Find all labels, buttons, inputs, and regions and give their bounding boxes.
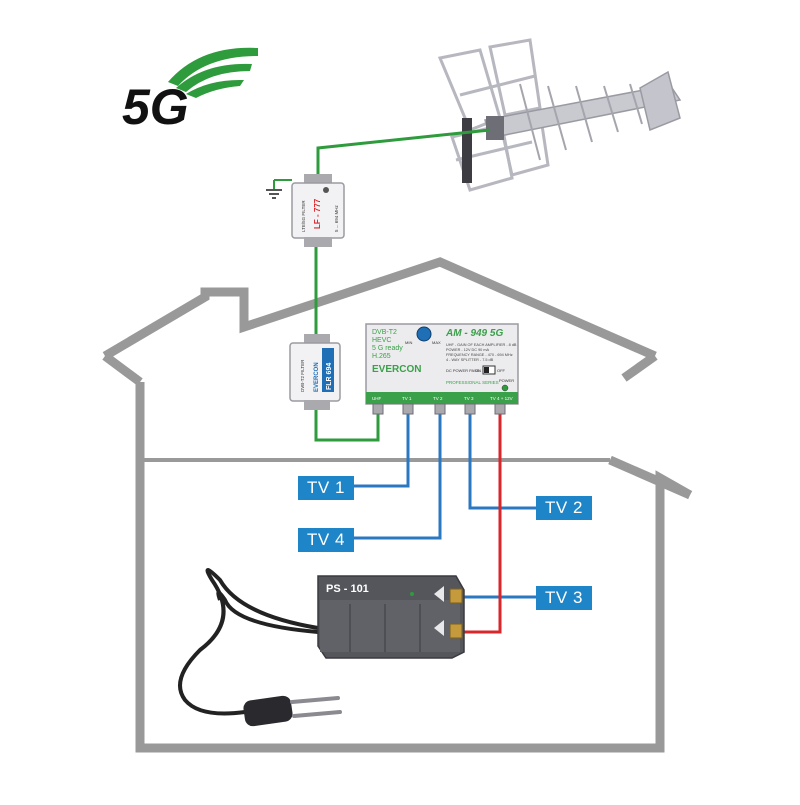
lte-filter-model: LF - 777 [313,198,322,229]
svg-text:TV 2: TV 2 [433,396,443,401]
switch-on-label: ON [475,368,481,373]
port-labels: UHF TV 1 TV 2 TV 3 TV 4 + 12V [372,396,513,401]
power-cord [178,568,319,716]
svg-text:FREQUENCY RANGE - 470 - 694 MH: FREQUENCY RANGE - 470 - 694 MHz [446,353,513,357]
svg-text:UHF - GAIN OF EACH AMPLIFIER -: UHF - GAIN OF EACH AMPLIFIER - 8 dB [446,343,517,347]
tv-label-tv3: TV 3 [536,586,592,610]
brand-badge: 5G [122,47,258,135]
svg-text:TV 3: TV 3 [464,396,474,401]
tv-label-tv1: TV 1 [298,476,354,500]
tv-label-tv2: TV 2 [536,496,592,520]
svg-text:4 - WAY SPLITTER - 7.5 dB: 4 - WAY SPLITTER - 7.5 dB [446,358,494,362]
svg-text:UHF: UHF [372,396,381,401]
house-outline [102,257,693,753]
svg-text:HEVC: HEVC [372,337,391,344]
connector-tv2 [434,403,446,415]
connector-tv1 [402,403,414,415]
dvb-filter-model: FLR 694 [326,363,333,390]
ps-connectors [449,588,463,639]
dc-power-label: DC POWER PASS [446,368,480,373]
svg-text:5 G ready: 5 G ready [372,345,403,352]
dvb-filter: FLR 694 EVERCON DVB-T2 FILTER [289,334,341,410]
power-led-icon [501,384,509,392]
connector-uhf [372,403,384,415]
svg-text:H.265: H.265 [372,353,391,360]
power-cable [463,412,502,634]
amplifier: DVB-T2 HEVC 5 G ready H.265 EVERCON AM -… [365,323,519,415]
svg-text:POWER - 12V DC 90 mA: POWER - 12V DC 90 mA [446,348,490,352]
f-connectors [372,403,506,415]
gain-max-label: MAX [432,340,441,345]
lte-filter-caption: LTE/5G FILTER [301,200,306,232]
connector-tv4 [494,403,506,415]
power-supply: PS - 101 [178,568,465,727]
dvb-filter-brand: EVERCON [314,362,320,392]
dvb-filter-caption: DVB-T2 FILTER [300,359,305,392]
power-supply-model: PS - 101 [326,583,369,595]
tv-cables [352,412,536,599]
connector-tv3 [464,403,476,415]
wave-icon [168,47,258,86]
gain-min-label: MIN [405,340,412,345]
series-label: PROFESSIONAL SERIES [446,380,499,385]
amplifier-details: UHF - GAIN OF EACH AMPLIFIER - 8 dB POWE… [446,343,517,362]
lte-filter: LF - 777 LTE/5G FILTER 5 ... 694 MHz [291,174,345,247]
amplifier-spec: DVB-T2 HEVC 5 G ready H.265 [372,329,403,360]
amplifier-model: AM - 949 5G [445,328,503,339]
ground-icon [266,179,292,199]
svg-text:DVB-T2: DVB-T2 [372,329,397,336]
svg-text:TV 4 + 12V: TV 4 + 12V [490,396,513,401]
gain-knob[interactable] [416,326,432,342]
power-label: POWER [499,378,514,383]
brand-badge-text: 5G [122,79,189,135]
amplifier-brand: EVERCON [372,364,421,375]
lte-filter-note: 5 ... 694 MHz [334,204,339,232]
antenna-cable [314,128,491,442]
svg-text:TV 1: TV 1 [402,396,412,401]
switch-off-label: OFF [497,368,506,373]
antenna-icon [437,38,682,192]
tv-label-tv4: TV 4 [298,528,354,552]
plug-icon [243,695,342,727]
